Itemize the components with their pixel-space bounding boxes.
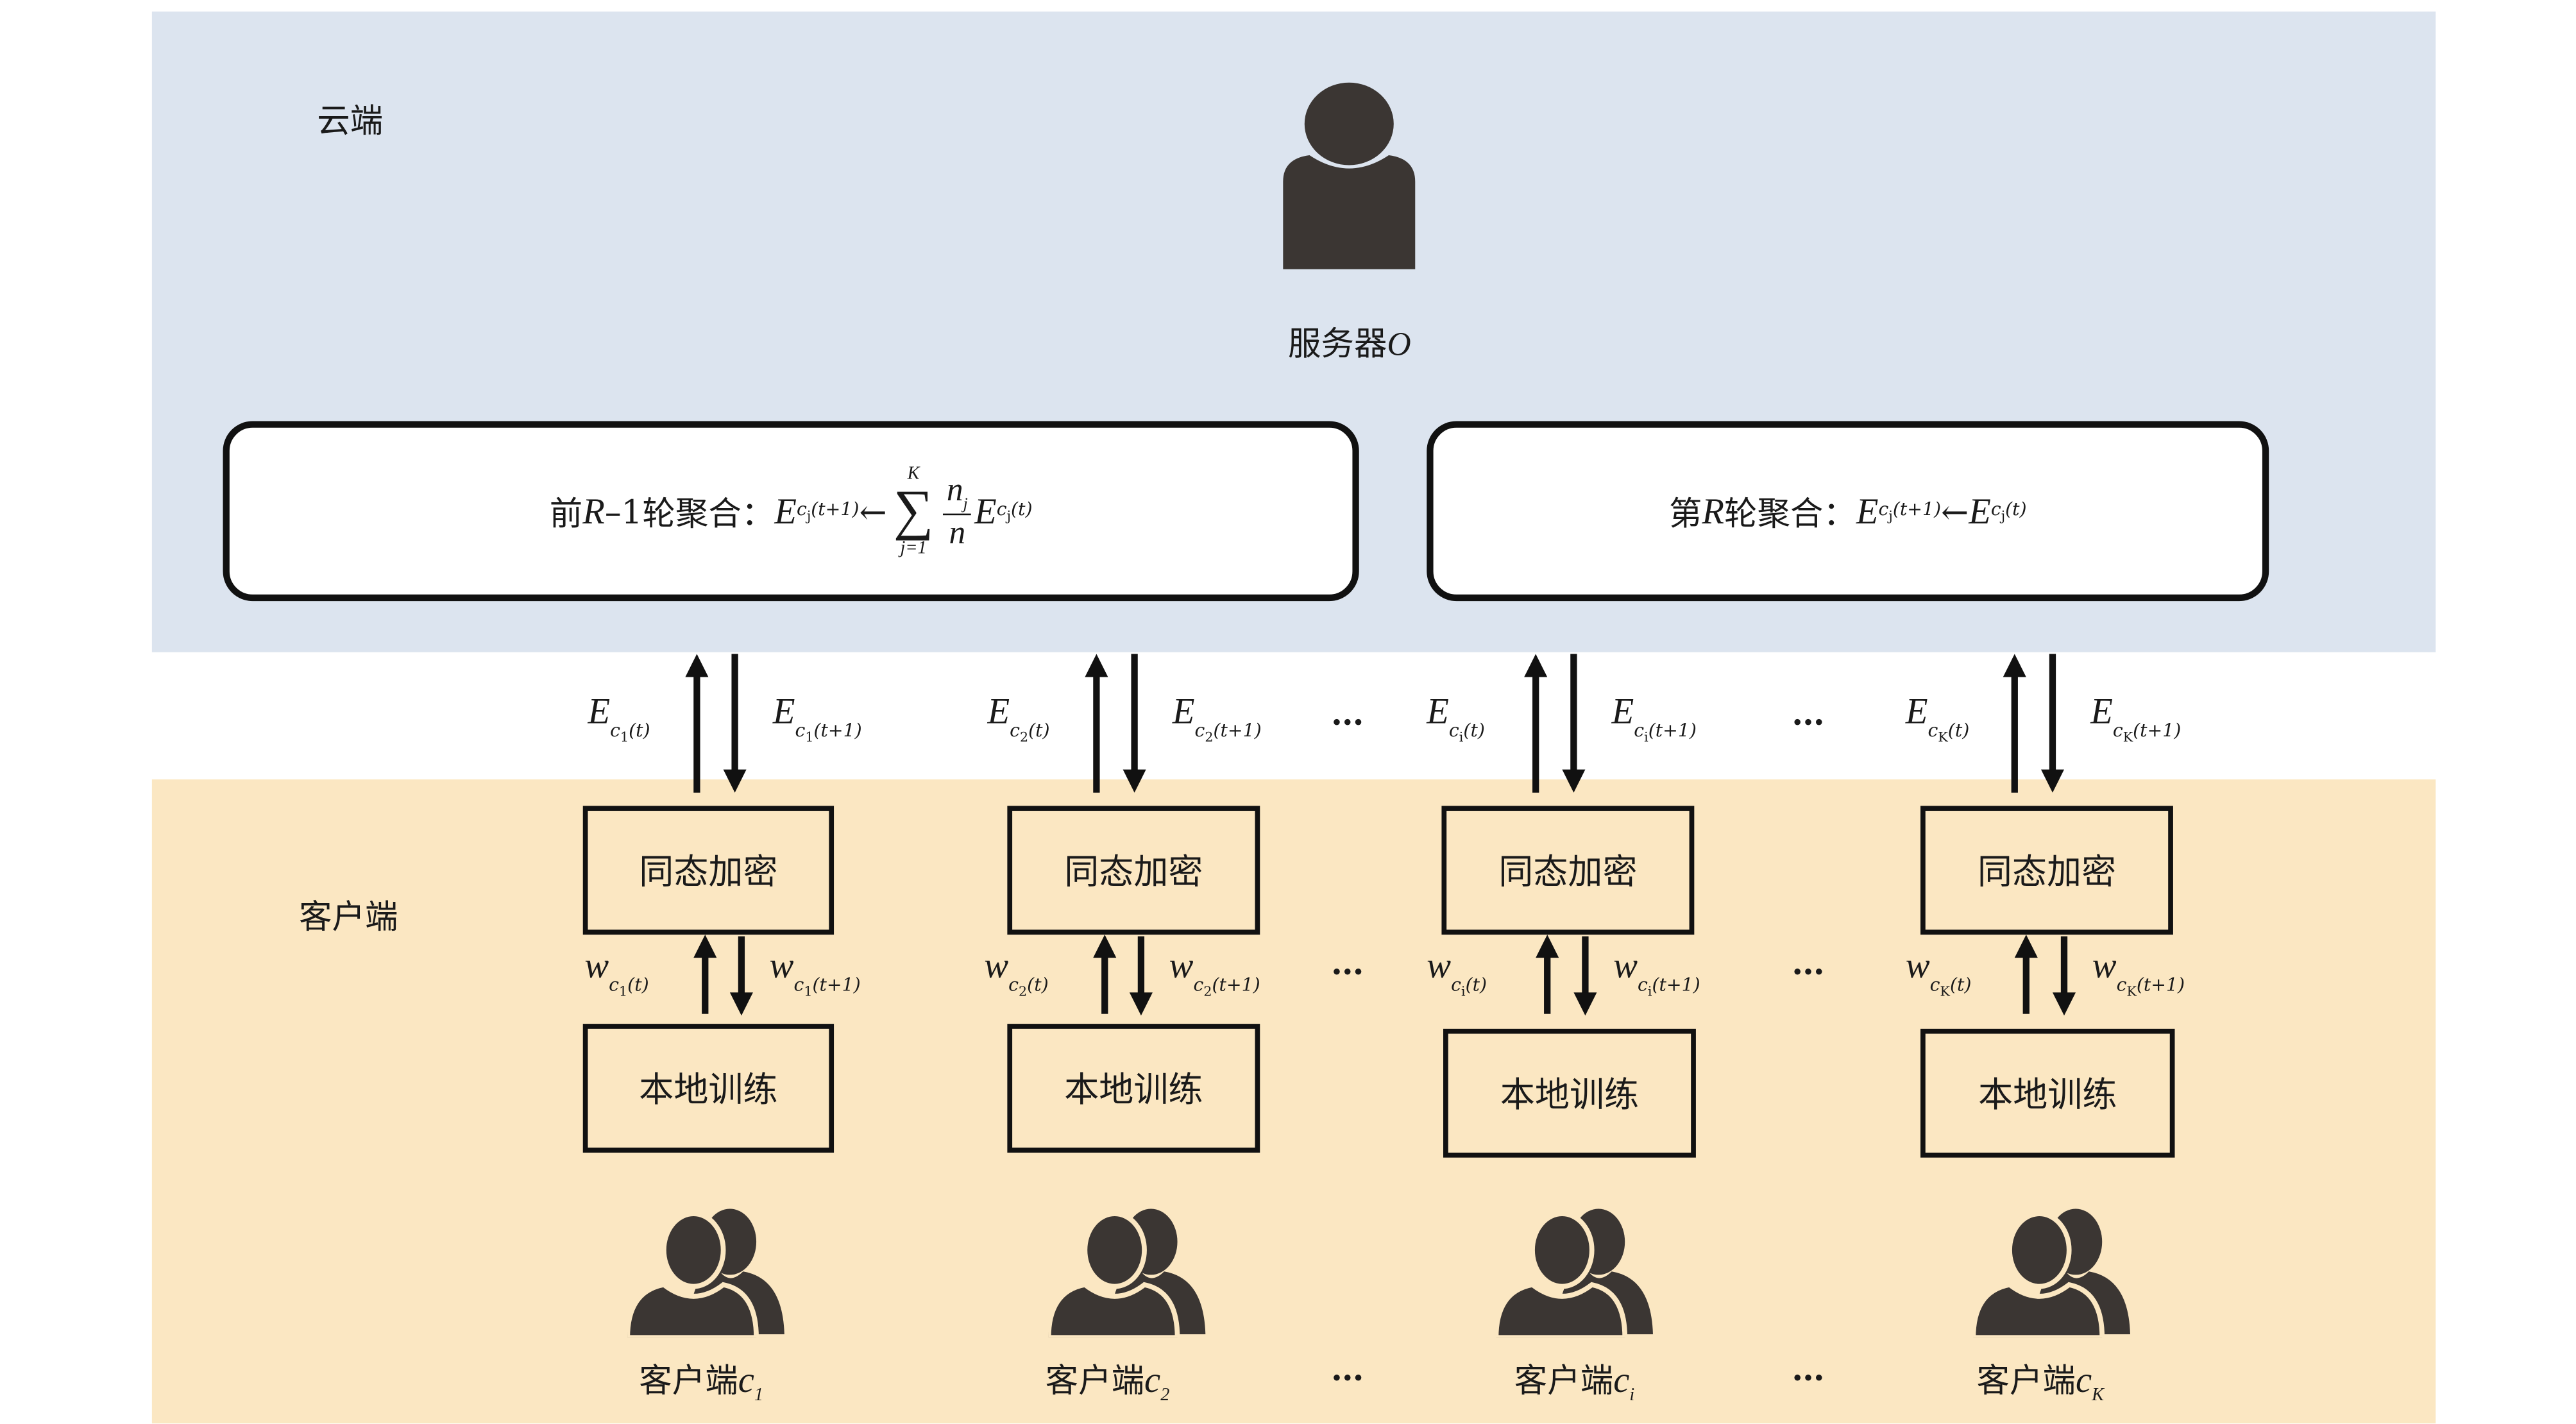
cloud-label: 云端: [317, 101, 384, 140]
local-training-box: 本地训练: [1443, 1028, 1696, 1158]
homomorphic-encryption-box: 同态加密: [1007, 806, 1260, 935]
weight-upload-arrow: [2014, 935, 2038, 1014]
download-arrow: [2040, 654, 2064, 793]
client-users-icon: [1048, 1208, 1206, 1338]
updated-weight-label: wc1(t+1): [769, 944, 861, 999]
client-name-label: 客户端c2: [1045, 1359, 1170, 1405]
client-users-icon: [1973, 1208, 2130, 1338]
upload-arrow: [2003, 654, 2026, 793]
encrypted-model-label: Eci(t): [1427, 690, 1485, 745]
ellipsis: …: [1792, 1349, 1827, 1389]
local-weight-label: wc2(t): [984, 944, 1049, 999]
weight-upload-arrow: [1536, 935, 1559, 1014]
local-weight-label: wci(t): [1427, 944, 1487, 999]
encrypted-model-label: Ec2(t): [987, 690, 1050, 745]
ellipsis: …: [1330, 1349, 1366, 1389]
download-arrow: [723, 654, 747, 793]
updated-weight-label: wc2(t+1): [1169, 944, 1260, 999]
aggregated-model-label: EcK(t+1): [2090, 690, 2182, 745]
download-arrow: [1123, 654, 1146, 793]
client-name-label: 客户端cK: [1976, 1359, 2105, 1405]
ellipsis: …: [1330, 942, 1366, 983]
client-zone-label: 客户端: [298, 896, 398, 937]
weight-download-arrow: [729, 936, 753, 1016]
ellipsis: …: [1330, 693, 1366, 734]
weight-upload-arrow: [693, 935, 717, 1014]
upload-arrow: [685, 654, 709, 793]
encrypted-model-label: Ec1(t): [588, 690, 650, 745]
local-training-box: 本地训练: [1007, 1024, 1260, 1153]
aggregated-model-label: Ec1(t+1): [772, 690, 862, 745]
client-name-label: 客户端ci: [1514, 1359, 1635, 1405]
upload-arrow: [1524, 654, 1548, 793]
local-training-box: 本地训练: [582, 1024, 835, 1153]
weight-upload-arrow: [1093, 935, 1117, 1014]
weight-download-arrow: [2052, 936, 2076, 1016]
local-weight-label: wcK(t): [1905, 944, 1972, 999]
updated-weight-label: wcK(t+1): [2092, 944, 2185, 999]
ellipsis: …: [1792, 942, 1827, 983]
download-arrow: [1562, 654, 1586, 793]
weight-download-arrow: [1573, 936, 1597, 1016]
client-users-icon: [1496, 1208, 1653, 1338]
aggregated-model-label: Ec2(t+1): [1172, 690, 1262, 745]
ellipsis: …: [1792, 693, 1827, 734]
homomorphic-encryption-box: 同态加密: [1441, 806, 1695, 935]
client-users-icon: [627, 1208, 784, 1338]
encrypted-model-label: EcK(t): [1905, 690, 1970, 745]
homomorphic-encryption-box: 同态加密: [1920, 806, 2173, 935]
server-user-icon: [1283, 82, 1416, 269]
aggregated-model-label: Eci(t+1): [1611, 690, 1697, 745]
weight-download-arrow: [1129, 936, 1153, 1016]
local-weight-label: wc1(t): [584, 944, 649, 999]
homomorphic-encryption-box: 同态加密: [582, 806, 835, 935]
server-label: 服务器O: [1288, 323, 1411, 364]
updated-weight-label: wci(t+1): [1613, 944, 1700, 999]
local-training-box: 本地训练: [1920, 1028, 2175, 1158]
client-name-label: 客户端c1: [639, 1359, 764, 1405]
upload-arrow: [1085, 654, 1108, 793]
